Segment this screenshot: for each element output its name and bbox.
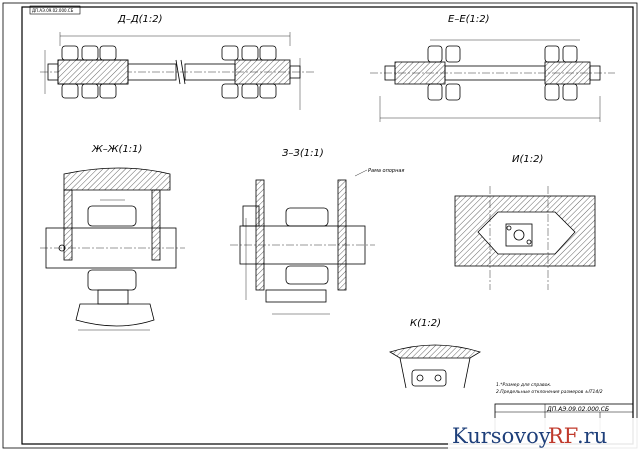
inner-frame [21, 6, 634, 445]
side-code: ДП.АЭ.09.02.000.СБ [32, 8, 74, 13]
view-title-zhzh: Ж–Ж(1:1) [91, 144, 142, 155]
view-dd [40, 32, 315, 110]
view-zhzh [40, 167, 185, 331]
stamp-code: ДП.АЭ.09.02.000.СБ [546, 406, 609, 413]
view-title-k: К(1:2) [410, 318, 441, 329]
outer-border [2, 2, 638, 449]
view-title-i: И(1:2) [512, 154, 543, 165]
view-title-ee: Е–Е(1:2) [448, 14, 490, 25]
view-title-zz: З–З(1:1) [282, 148, 324, 159]
watermark-part-2: RF [548, 424, 578, 448]
view-k [389, 344, 481, 389]
annotation-rama: Рама опорная [368, 168, 404, 174]
view-zz [230, 169, 375, 315]
note-2: 2.Предельные отклонения размеров ±IT14/2 [496, 389, 603, 395]
view-ee [370, 39, 615, 122]
view-title-dd: Д–Д(1:2) [117, 14, 163, 25]
side-code-box [29, 5, 81, 15]
note-1: 1.*Размер для справок. [496, 382, 552, 388]
site-watermark: Kursovoy RF .ru [448, 418, 638, 450]
watermark-part-1: Kursovoy [452, 424, 551, 448]
watermark-part-3: .ru [577, 424, 607, 448]
view-i [454, 186, 596, 290]
